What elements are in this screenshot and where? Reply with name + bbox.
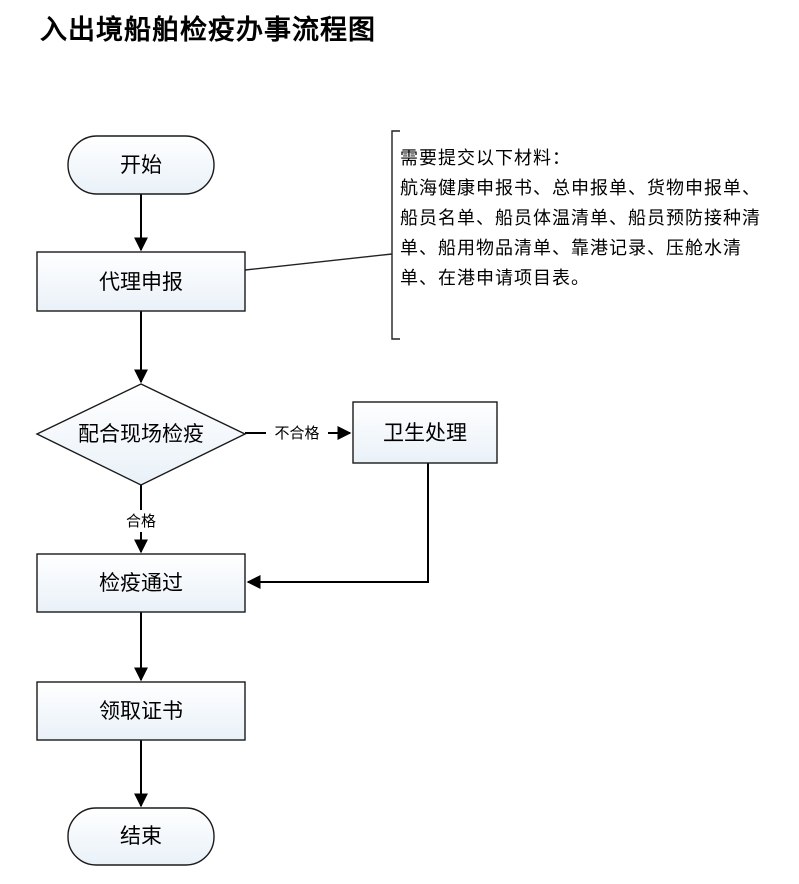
edge-treatment-to-passed [246,463,429,589]
note-connector [244,253,393,271]
sanitary-treatment-box [352,401,498,464]
agent-declare-box [36,251,246,312]
agent-declare-label: 代理申报 [99,270,183,294]
quarantine-passed-label: 检疫通过 [99,571,183,595]
quarantine-passed-box [36,553,246,613]
edge-label-bg [114,510,168,532]
end-terminator [67,807,215,866]
onsite-quarantine-label: 配合现场检疫 [78,422,204,446]
note-bracket [391,130,400,340]
start-terminator [67,135,215,195]
onsite-quarantine-decision [35,383,247,486]
materials-note-heading: 需要提交以下材料： [400,148,571,169]
page-title: 入出境船舶检疫办事流程图 [40,15,376,46]
get-certificate-label: 领取证书 [99,699,183,723]
pass-label: 合格 [126,512,156,530]
materials-note: 需要提交以下材料： 航海健康申报书、总申报单、货物申报单、船员名单、船员体温清单… [400,144,772,294]
start-label: 开始 [120,153,162,177]
materials-note-body: 航海健康申报书、总申报单、货物申报单、船员名单、船员体温清单、船员预防接种清单、… [400,178,761,289]
fail-label: 不合格 [274,424,319,442]
sanitary-treatment-label: 卫生处理 [383,421,467,445]
end-label: 结束 [120,824,162,848]
get-certificate-box [36,681,246,741]
edge-label-bg [266,423,328,443]
